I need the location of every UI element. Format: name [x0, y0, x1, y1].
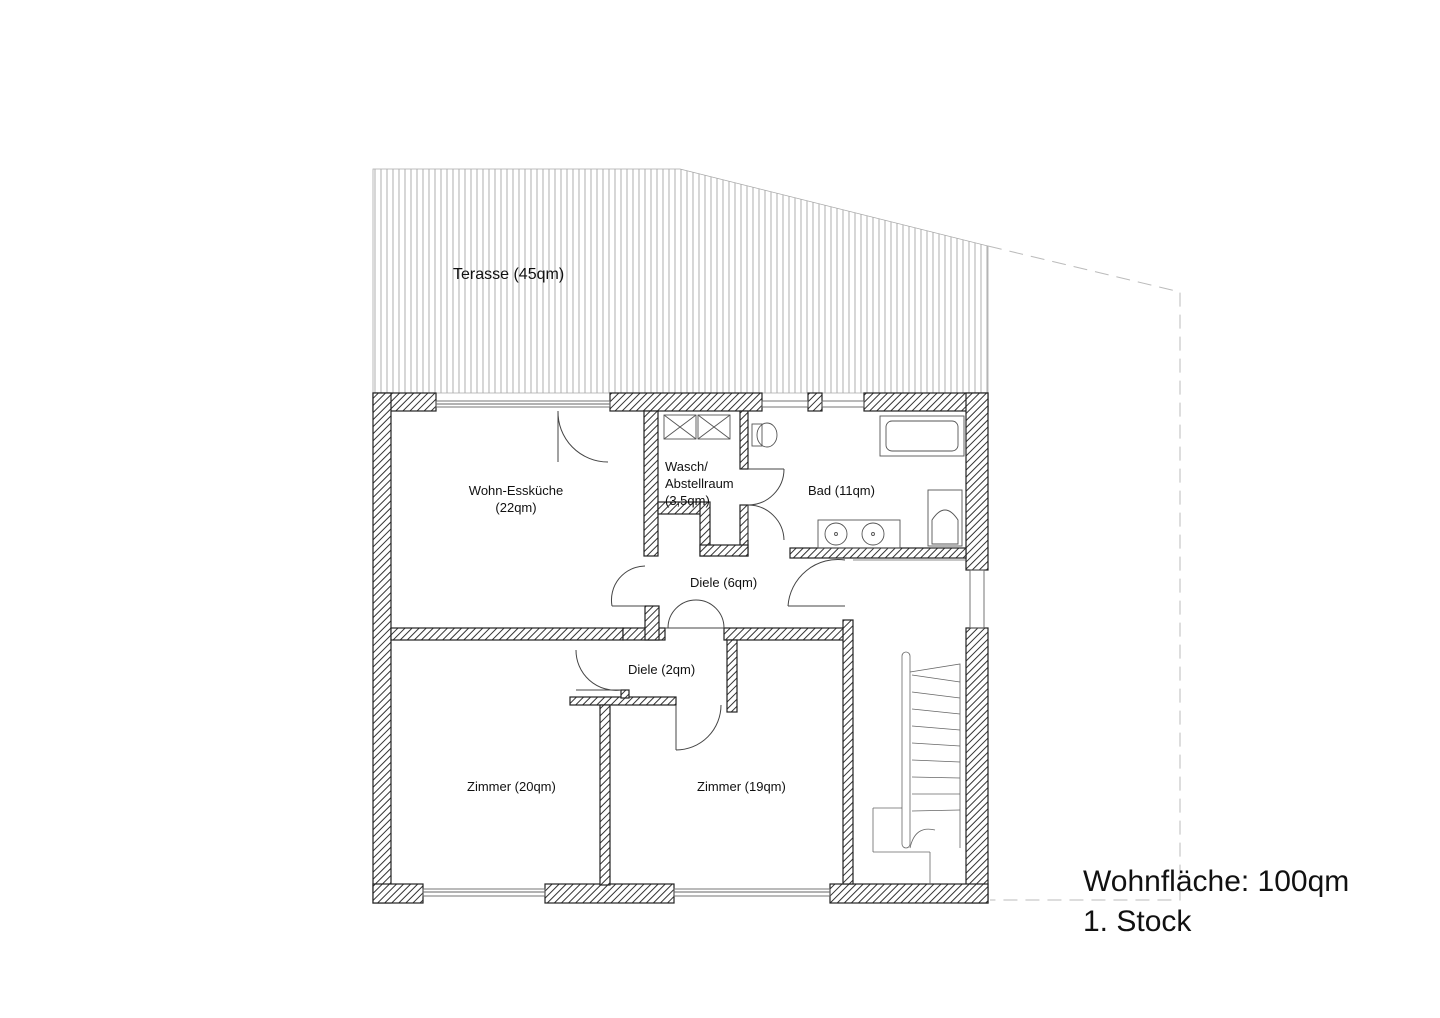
bath-fixtures [663, 414, 965, 549]
windows [422, 400, 985, 897]
staircase [853, 559, 966, 884]
living-area-total: Wohnfläche: 100qm [1083, 865, 1350, 898]
living-label: Wohn-Essküche [469, 483, 563, 498]
floor-label: 1. Stock [1083, 905, 1192, 938]
utility-area-label: (3,5qm) [665, 493, 710, 508]
terrace-label: Terasse (45qm) [453, 266, 564, 283]
doors [557, 410, 846, 751]
utility-label-2: Abstellraum [665, 476, 734, 491]
bath-label: Bad (11qm) [808, 483, 875, 498]
walls [372, 392, 989, 904]
living-area-label: (22qm) [495, 500, 536, 515]
room-labels: Terasse (45qm) Wohn-Essküche (22qm) Wasc… [453, 266, 875, 794]
plan-summary: Wohnfläche: 100qm 1. Stock [1083, 862, 1349, 942]
terrace [372, 168, 1181, 901]
hall-large-label: Diele (6qm) [690, 575, 757, 590]
hall-small-label: Diele (2qm) [628, 662, 695, 677]
room-right-label: Zimmer (19qm) [697, 779, 786, 794]
utility-label: Wasch/ [665, 459, 708, 474]
room-left-label: Zimmer (20qm) [467, 779, 556, 794]
